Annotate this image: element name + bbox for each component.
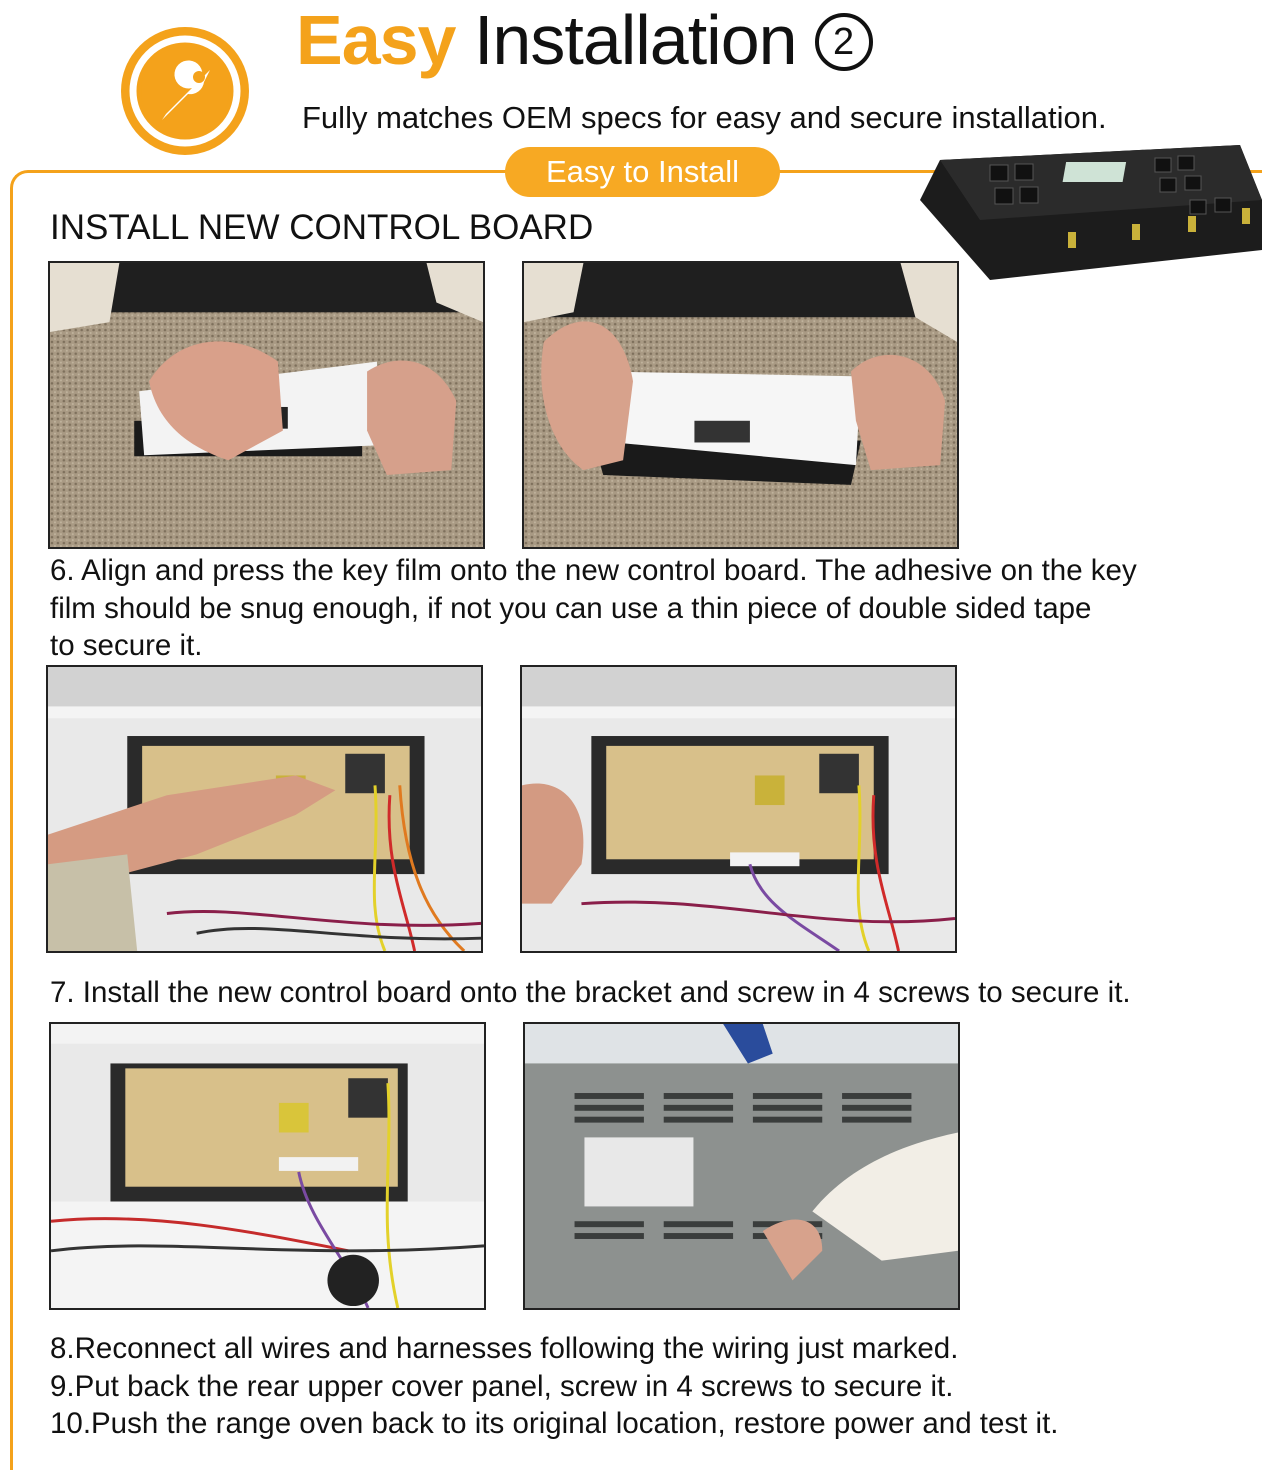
photo-board-installed: [49, 1022, 486, 1310]
photo-install-board-1: [46, 665, 483, 953]
step-6-line-1: 6. Align and press the key film onto the…: [50, 554, 1137, 587]
steps-8-10-text: 8.Reconnect all wires and harnesses foll…: [50, 1330, 1059, 1443]
photo-press-key-film-1: [48, 261, 485, 549]
page-title: Easy Installation 2: [296, 0, 873, 80]
title-rest: Installation: [473, 1, 798, 79]
title-step-number: 2: [814, 13, 873, 71]
step-6-line-2: film should be snug enough, if not you c…: [50, 591, 1092, 625]
photo-install-board-2: [520, 665, 957, 953]
step-8-line: 8.Reconnect all wires and harnesses foll…: [50, 1332, 959, 1365]
step-7-text: 7. Install the new control board onto th…: [50, 974, 1131, 1012]
control-board-product-image: [920, 140, 1262, 290]
page-subtitle: Fully matches OEM specs for easy and sec…: [302, 100, 1107, 135]
step-7-line: 7. Install the new control board onto th…: [50, 976, 1131, 1009]
step-9-line: 9.Put back the rear upper cover panel, s…: [50, 1369, 954, 1403]
wrench-icon: [116, 22, 254, 160]
section-heading: INSTALL NEW CONTROL BOARD: [50, 208, 594, 247]
step-6-text: 6. Align and press the key film onto the…: [50, 552, 1137, 665]
easy-install-badge: Easy to Install: [505, 147, 780, 197]
photo-press-key-film-2: [522, 261, 959, 549]
step-10-line: 10.Push the range oven back to its origi…: [50, 1407, 1059, 1440]
title-accent: Easy: [296, 1, 456, 79]
step-6-line-3: to secure it.: [50, 629, 203, 662]
photo-rear-cover-panel: [523, 1022, 960, 1310]
